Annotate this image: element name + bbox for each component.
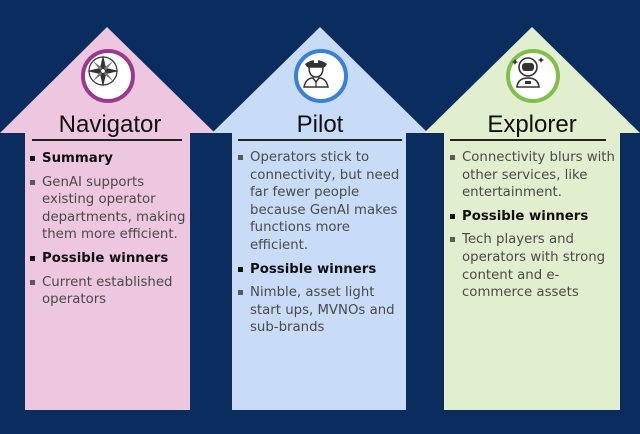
list-item: Current established operators [30, 274, 188, 309]
explorer-title: Explorer [487, 111, 577, 138]
list-item: Nimble, asset light start ups, MVNOs and… [238, 284, 400, 337]
pilot-icon-badge [294, 49, 348, 103]
explorer-list: Connectivity blurs with other services, … [450, 149, 616, 308]
navigator-title: Navigator [58, 111, 162, 138]
list-item: Possible winners [30, 250, 188, 268]
list-item: Tech players and operators with strong c… [450, 231, 616, 301]
pilot-list: Operators stick to connectivity, but nee… [238, 149, 400, 343]
explorer-arrow-shape [424, 27, 640, 410]
explorer-arrow: Explorer Connectivity blurs with other s… [424, 0, 640, 434]
list-item: GenAI supports existing operator departm… [30, 174, 188, 244]
explorer-icon-badge [506, 49, 560, 103]
pilot-arrow-shape [212, 27, 428, 410]
navigator-arrow: Navigator Summary GenAI supports existin… [0, 0, 215, 434]
pilot-arrow: Pilot Operators stick to connectivity, b… [212, 0, 428, 434]
compass-rose-icon [87, 55, 119, 87]
explorer-title-rule [450, 139, 606, 141]
list-item: Possible winners [450, 208, 616, 226]
navigator-icon-badge [81, 49, 135, 103]
navigator-title-rule [32, 139, 182, 141]
astronaut-icon [512, 57, 544, 88]
navigator-list: Summary GenAI supports existing operator… [30, 150, 188, 315]
list-item: Connectivity blurs with other services, … [450, 149, 616, 202]
pilot-title-rule [238, 139, 402, 141]
list-item: Summary [30, 150, 188, 168]
pilot-title: Pilot [296, 111, 344, 138]
navigator-arrow-shape [0, 27, 215, 410]
pilot-icon [303, 60, 329, 88]
list-item: Operators stick to connectivity, but nee… [238, 149, 400, 255]
list-item: Possible winners [238, 261, 400, 279]
